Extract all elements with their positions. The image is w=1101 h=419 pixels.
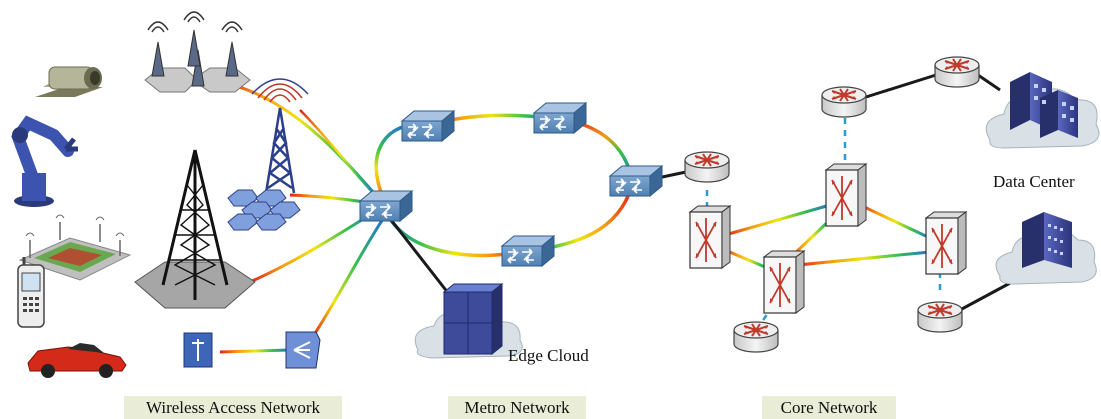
access-link-tower-top	[299, 109, 379, 199]
tower-icon	[251, 78, 309, 194]
switch-icon	[359, 190, 413, 222]
data-center-cloud-icon	[995, 212, 1097, 285]
data-center-label: Data Center	[993, 172, 1075, 191]
access-link-small-cell	[219, 348, 291, 354]
access-link-relay	[310, 215, 387, 339]
server-rack-icon	[443, 283, 503, 355]
core-switch-icon	[763, 250, 805, 314]
relay-icon	[285, 331, 321, 369]
core-switch-icon	[825, 163, 867, 227]
edge-cloud-icon	[414, 283, 523, 359]
caption-core-network: Core Network	[762, 396, 896, 419]
small-cell-grid-icon	[227, 189, 301, 231]
core-link	[959, 280, 1013, 312]
links-layer	[219, 73, 1013, 354]
switch-icon	[501, 235, 555, 267]
core-mesh-link	[724, 203, 831, 237]
router-icon	[934, 56, 980, 88]
switch-icon	[609, 165, 663, 197]
caption-metro-network: Metro Network	[448, 396, 586, 419]
small-cell-icon	[183, 332, 213, 368]
core-switch-icon	[689, 205, 731, 269]
edge-cloud-link	[386, 215, 454, 299]
core-link	[977, 73, 1001, 92]
macro-tower-icon	[134, 149, 256, 309]
router-icon	[821, 86, 867, 118]
phone-icon	[17, 257, 45, 328]
data-center-cloud-icon	[985, 72, 1100, 149]
building-icon	[1022, 212, 1072, 268]
antenna-cluster-icon	[144, 11, 251, 93]
stadium-icon	[18, 214, 132, 281]
caption-wireless-access-network: Wireless Access Network	[124, 396, 342, 419]
core-switch-icon	[925, 211, 967, 275]
router-icon	[684, 151, 730, 183]
router-icon	[733, 321, 779, 353]
core-mesh-link	[797, 250, 931, 267]
camera-icon	[35, 66, 103, 97]
robot-arm-icon	[11, 115, 78, 207]
building-icon	[1010, 72, 1078, 138]
car-icon	[27, 343, 127, 378]
core-mesh-link	[859, 203, 931, 240]
router-icon	[917, 301, 963, 333]
core-link	[865, 73, 937, 99]
edge-cloud-label: Edge Cloud	[508, 346, 589, 365]
switch-icon	[533, 102, 587, 134]
switch-icon	[401, 110, 455, 142]
access-link-antennas	[219, 80, 382, 201]
